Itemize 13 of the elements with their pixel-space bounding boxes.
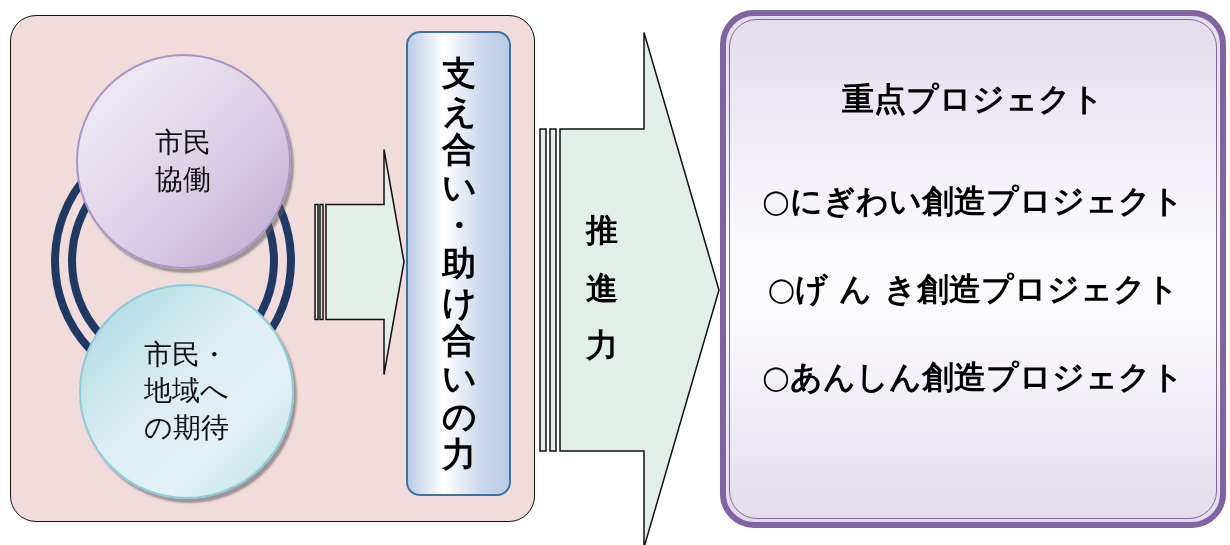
vertical-banner bbox=[406, 31, 511, 496]
project-item: ○げ ん き創造プロジェクト bbox=[767, 269, 1179, 310]
block-arrow bbox=[539, 31, 720, 545]
vertical-text: 支え合い・助け合いの力 bbox=[441, 54, 476, 473]
circle-text: 市民・地域への期待 bbox=[143, 336, 230, 446]
block-arrow bbox=[314, 148, 405, 376]
circle-text: 市民協働 bbox=[154, 125, 212, 198]
edge-label: 推進力 bbox=[586, 210, 618, 367]
project-item: ○あんしん創造プロジェクト bbox=[762, 357, 1184, 398]
panel-background bbox=[10, 15, 535, 522]
project-panel bbox=[720, 10, 1226, 528]
project-item: ○にぎわい創造プロジェクト bbox=[762, 181, 1184, 222]
panel-heading: 重点プロジェクト bbox=[842, 79, 1104, 120]
